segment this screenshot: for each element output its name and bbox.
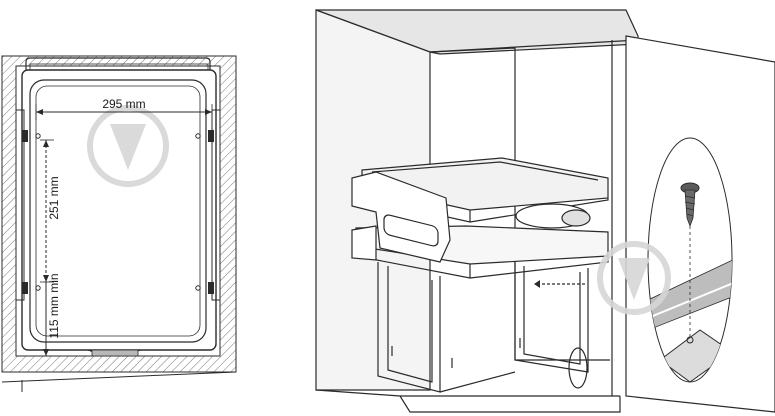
bin-outline (29, 79, 207, 343)
frame-leg-right (514, 262, 589, 373)
top-view: 295 mm 251 mm 115 mm min (1, 55, 237, 392)
detail-callout-marker (568, 347, 588, 389)
watermark-arrow-icon (87, 105, 169, 187)
front-bracket (351, 171, 451, 263)
clearance-dimension-label: 115 mm min (47, 273, 61, 338)
width-dimension-label: 295 mm (102, 97, 145, 111)
left-runner (15, 109, 25, 301)
cabinet-bottom (315, 389, 621, 413)
mounting-screw-icon (680, 182, 700, 228)
right-runner (211, 109, 221, 301)
frame-leg-left (377, 262, 441, 393)
watermark-arrow-icon-right (597, 241, 671, 315)
door-screw-detail (647, 137, 733, 383)
depth-dimension-label: 251 mm (47, 176, 61, 219)
